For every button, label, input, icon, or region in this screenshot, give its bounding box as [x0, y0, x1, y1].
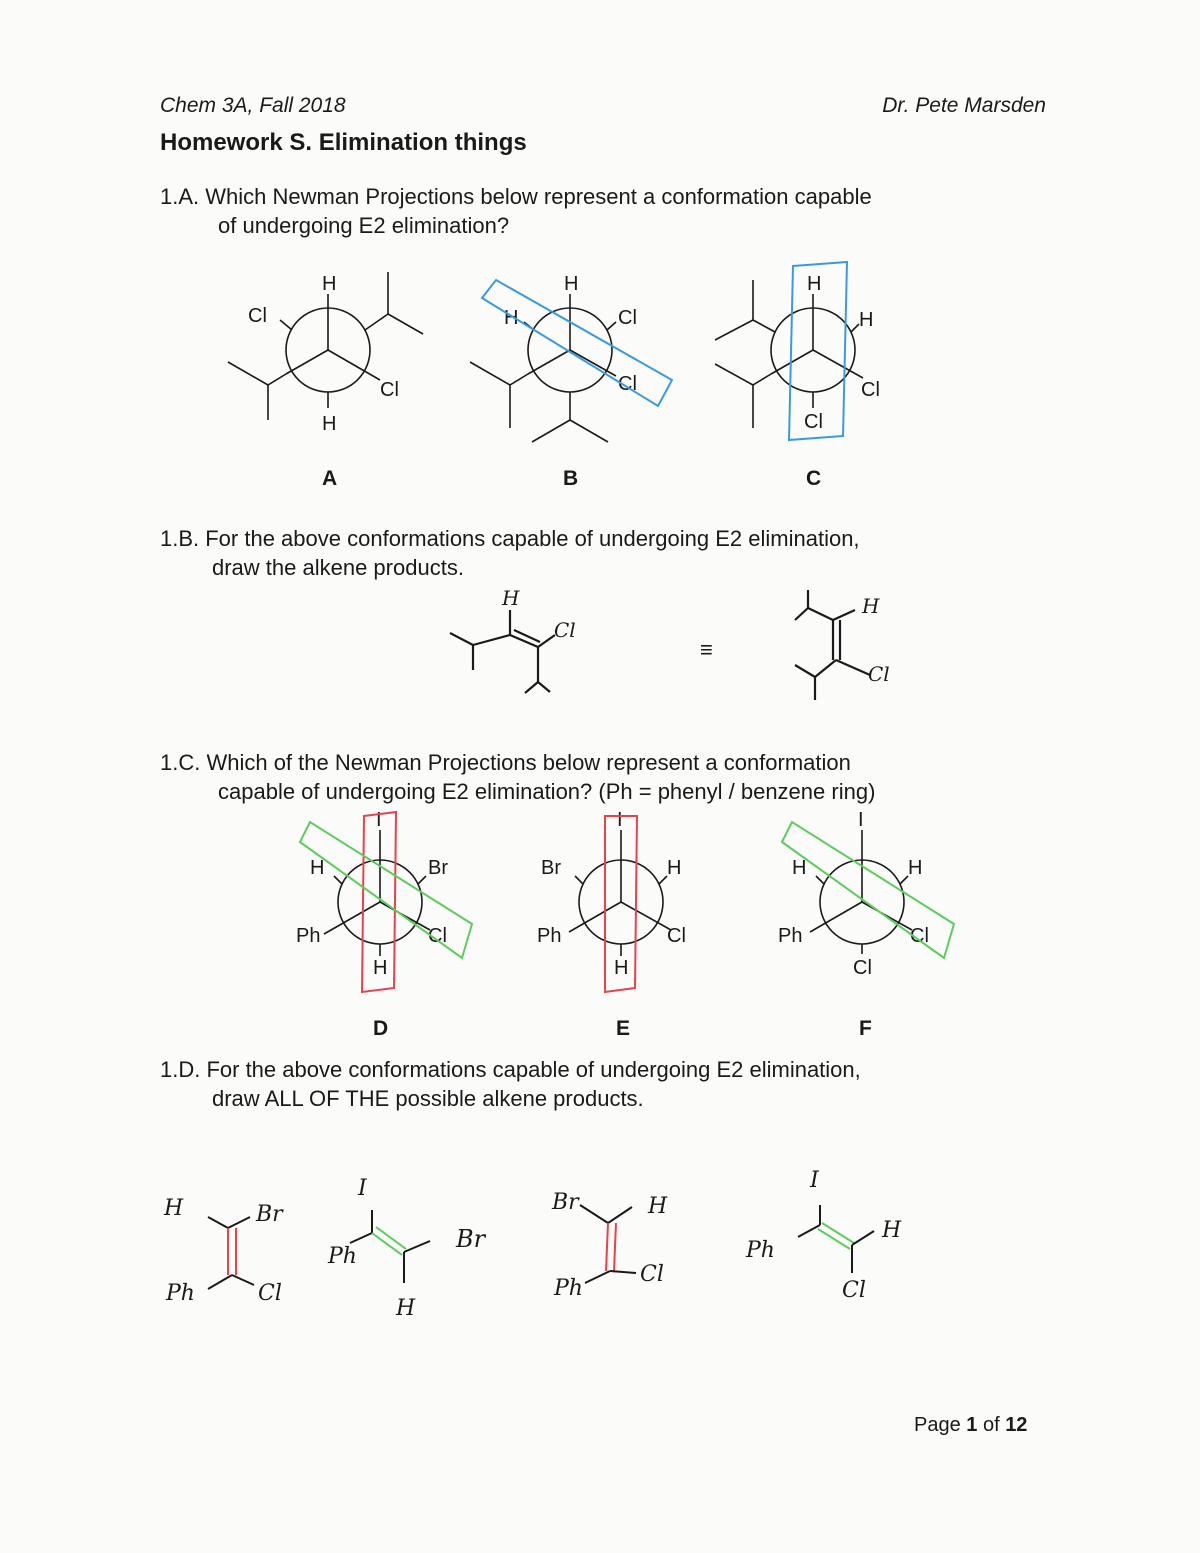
svg-text:Ph: Ph — [778, 925, 802, 947]
question-1d: 1.D. For the above conformations capable… — [160, 1055, 861, 1113]
svg-text:H: H — [395, 1296, 416, 1321]
svg-text:Cl: Cl — [842, 1278, 866, 1303]
highlight-box-c — [787, 260, 849, 442]
svg-text:Cl: Cl — [554, 618, 576, 642]
svg-text:Br: Br — [428, 857, 448, 879]
equivalent-symbol: ≡ — [700, 637, 713, 662]
svg-text:Cl: Cl — [618, 307, 637, 329]
page-prefix: Page — [914, 1414, 967, 1436]
svg-text:H: H — [647, 1194, 668, 1219]
svg-text:H: H — [807, 273, 821, 295]
product-3: Br H Ph Cl — [551, 1190, 668, 1301]
alkene-products-1d: H Br Ph Cl I Ph Br H Br H Ph Cl I Ph — [163, 1168, 902, 1321]
svg-text:H: H — [310, 857, 324, 879]
svg-text:Ph: Ph — [327, 1244, 357, 1269]
product-2: I Ph Br H — [327, 1176, 487, 1321]
label-a: A — [322, 467, 338, 490]
svg-text:Cl: Cl — [640, 1262, 664, 1287]
page-number: 1 — [966, 1414, 978, 1436]
question-1c: 1.C. Which of the Newman Projections bel… — [160, 748, 875, 806]
svg-text:Br: Br — [551, 1190, 580, 1215]
page-title: Homework S. Elimination things — [160, 129, 527, 156]
label-c: C — [806, 467, 822, 490]
newman-c: H H Cl Cl — [714, 260, 880, 442]
svg-text:H: H — [163, 1196, 184, 1221]
question-1b: 1.B. For the above conformations capable… — [160, 524, 860, 582]
label-d: D — [373, 1017, 389, 1040]
svg-text:I: I — [617, 809, 623, 831]
question-1d-line2: draw ALL OF THE possible alkene products… — [212, 1086, 644, 1111]
svg-text:H: H — [614, 957, 628, 979]
svg-text:Br: Br — [255, 1202, 284, 1227]
newman-projections-abc: H Cl Cl H H H Cl Cl H — [227, 260, 880, 443]
label-h: H — [322, 273, 336, 295]
newman-a: H Cl Cl H — [227, 272, 424, 435]
svg-text:I: I — [357, 1176, 368, 1201]
svg-text:Cl: Cl — [248, 305, 267, 327]
svg-text:H: H — [792, 857, 806, 879]
svg-text:Cl: Cl — [861, 379, 880, 401]
svg-text:H: H — [667, 857, 681, 879]
svg-text:H: H — [501, 586, 520, 610]
product-4: I Ph H Cl — [745, 1168, 902, 1303]
question-1d-line1: 1.D. For the above conformations capable… — [160, 1057, 861, 1082]
label-e: E — [616, 1017, 631, 1040]
alkene-product-answer-1b: H Cl ≡ H Cl — [449, 586, 890, 700]
question-1b-line2: draw the alkene products. — [212, 555, 464, 580]
page-total: 12 — [1005, 1414, 1028, 1436]
svg-text:H: H — [373, 957, 387, 979]
svg-text:Cl: Cl — [380, 379, 399, 401]
newman-d: I H Br Ph Cl H — [296, 809, 474, 994]
label-f: F — [859, 1017, 872, 1040]
svg-text:Br: Br — [455, 1225, 487, 1253]
page-indicator: Page 1 of 12 — [914, 1414, 1027, 1437]
label-b: B — [563, 467, 579, 490]
highlight-box-b — [480, 278, 674, 408]
svg-text:I: I — [809, 1168, 820, 1193]
svg-text:Ph: Ph — [537, 925, 561, 947]
page-of: of — [977, 1414, 1006, 1436]
question-1c-line2: capable of undergoing E2 elimination? (P… — [218, 779, 876, 804]
svg-text:Cl: Cl — [258, 1281, 282, 1306]
svg-text:H: H — [861, 594, 880, 618]
svg-text:Cl: Cl — [853, 957, 872, 979]
svg-text:Ph: Ph — [296, 925, 320, 947]
svg-text:Ph: Ph — [745, 1238, 775, 1263]
svg-text:I: I — [858, 809, 864, 831]
newman-f: I H H Ph Cl Cl — [778, 809, 956, 979]
svg-text:H: H — [908, 857, 922, 879]
product-1: H Br Ph Cl — [163, 1196, 284, 1306]
svg-text:H: H — [322, 413, 336, 435]
svg-text:I: I — [376, 809, 382, 831]
question-1b-line1: 1.B. For the above conformations capable… — [160, 526, 860, 551]
svg-text:H: H — [564, 273, 578, 295]
svg-text:Cl: Cl — [868, 662, 890, 686]
svg-text:Cl: Cl — [428, 925, 447, 947]
question-1a-line2: of undergoing E2 elimination? — [218, 213, 510, 238]
svg-text:Cl: Cl — [804, 411, 823, 433]
svg-text:H: H — [881, 1218, 902, 1243]
svg-text:H: H — [504, 307, 518, 329]
svg-text:Br: Br — [541, 857, 561, 879]
svg-text:H: H — [859, 309, 873, 331]
newman-e: I Br H Ph Cl H — [537, 809, 686, 994]
svg-text:Ph: Ph — [165, 1281, 195, 1306]
question-1a-line1: 1.A. Which Newman Projections below repr… — [160, 184, 872, 209]
svg-text:Cl: Cl — [910, 925, 929, 947]
question-1a: 1.A. Which Newman Projections below repr… — [160, 182, 872, 240]
newman-b: H H Cl Cl — [469, 273, 674, 443]
question-1c-line1: 1.C. Which of the Newman Projections bel… — [160, 750, 851, 775]
svg-text:Cl: Cl — [667, 925, 686, 947]
svg-text:Ph: Ph — [553, 1276, 583, 1301]
course-label: Chem 3A, Fall 2018 — [160, 94, 346, 117]
newman-projections-def: I H Br Ph Cl H I Br H Ph Cl H I H H P — [296, 809, 956, 994]
instructor-label: Dr. Pete Marsden — [882, 94, 1046, 117]
